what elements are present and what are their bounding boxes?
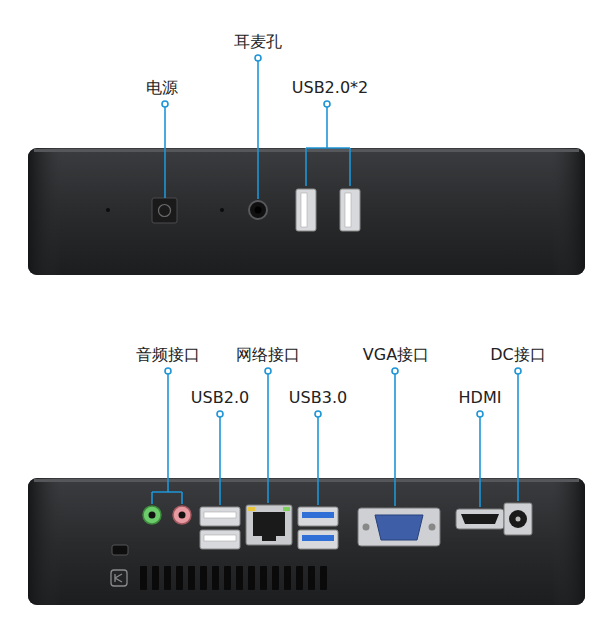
port-label: USB2.0 — [191, 388, 249, 408]
port-label: 耳麦孔 — [234, 32, 282, 52]
rear-panel — [28, 478, 585, 605]
port-label: 网络接口 — [236, 345, 300, 365]
port-label: DC接口 — [490, 345, 546, 365]
port-label: 音频接口 — [136, 345, 200, 365]
leader-lines — [152, 58, 518, 507]
port-label: HDMI — [459, 388, 502, 408]
port-label: VGA接口 — [363, 345, 429, 365]
port-label: USB2.0*2 — [292, 78, 368, 98]
port-label: USB3.0 — [289, 388, 347, 408]
leader-dots — [162, 55, 521, 417]
port-label: 电源 — [146, 78, 178, 98]
